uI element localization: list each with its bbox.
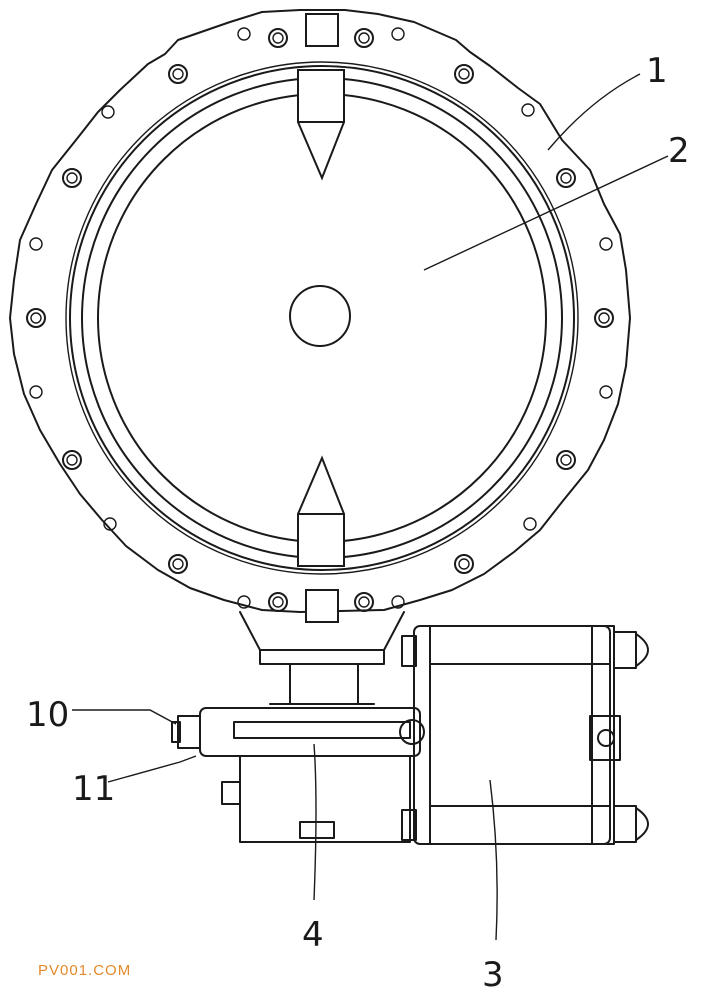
flange-bolts (26, 13, 614, 623)
gearbox (171, 707, 425, 843)
leader-lines (72, 73, 669, 941)
neck-bracket (239, 611, 405, 705)
label-4: 4 (302, 915, 324, 955)
label-10: 10 (26, 695, 69, 735)
label-3: 3 (482, 955, 504, 995)
label-1: 1 (646, 51, 668, 91)
label-11: 11 (72, 769, 115, 809)
valve-disc (97, 69, 547, 567)
label-2: 2 (668, 131, 690, 171)
actuator (401, 625, 649, 845)
watermark: PV001.COM (38, 962, 132, 979)
